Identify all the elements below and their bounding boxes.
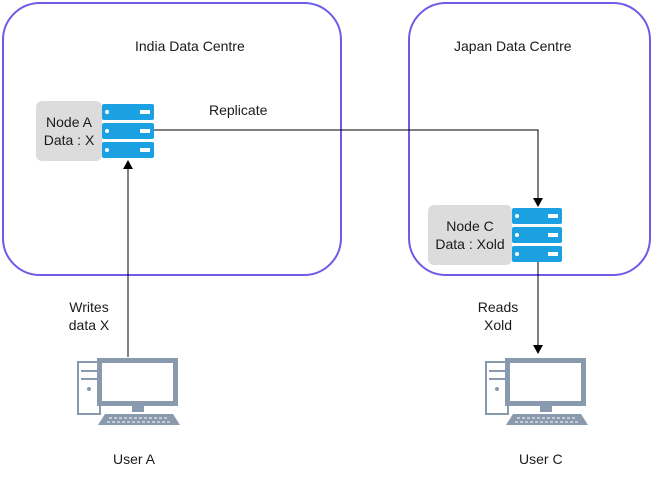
node-c-server-icon [512, 208, 562, 262]
user-c-label: User C [519, 451, 563, 467]
reads-label-line1: Reads [477, 299, 519, 315]
japan-datacentre-title: Japan Data Centre [454, 38, 572, 54]
node-c-name: Node C [446, 218, 494, 234]
user-c-computer-icon [485, 358, 588, 425]
replicate-label: Replicate [209, 102, 268, 118]
node-a-data: Data : X [43, 132, 95, 148]
node-a-name: Node A [46, 114, 92, 130]
node-a-server-icon [102, 104, 154, 158]
reads-label: Reads Xold [472, 298, 524, 334]
writes-label: Writes data X [64, 298, 114, 334]
node-a-card: Node A Data : X [36, 101, 102, 161]
node-c-data: Data : Xold [435, 236, 505, 252]
user-a-label: User A [113, 451, 156, 467]
reads-label-line2: Xold [483, 317, 513, 333]
writes-label-line1: Writes [69, 299, 109, 315]
replicate-arrow [154, 129, 543, 207]
user-a-computer-icon [77, 358, 180, 425]
writes-label-line2: data X [68, 317, 110, 333]
india-datacentre-title: India Data Centre [135, 38, 245, 54]
node-c-card: Node C Data : Xold [428, 205, 512, 265]
